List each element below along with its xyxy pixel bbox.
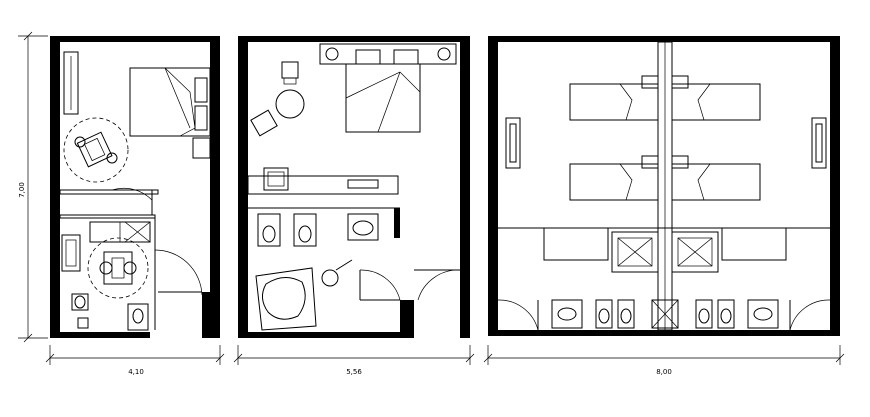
plan-2-wall-bottom [238,332,412,338]
plan-2-width-dimension: 5,56 [233,345,475,376]
plan-2-suite [238,36,470,338]
plan-3-wall-bottom [488,330,840,336]
plan-1-width-label: 4,10 [128,368,144,376]
plan-3-twin-rooms [488,36,840,336]
plan-3-wall-top [488,36,840,42]
plan-3-width-label: 8,00 [656,368,672,376]
plan-1-accessible-room [50,36,220,338]
plan-2-wall-right [460,36,470,338]
plan-1-wall-corner [202,292,220,338]
plan-2-width-label: 5,56 [346,368,362,376]
height-dimension-label: 7,00 [18,182,26,198]
height-dimension: 7,00 [18,31,48,343]
plan-1-wall-bottom [50,332,150,338]
plan-1-wall-right [210,36,220,298]
plan-1-wall-left [50,36,60,338]
plan-1-width-dimension: 4,10 [45,345,225,376]
plan-3-width-dimension: 8,00 [483,345,845,376]
plan-3-wall-left [488,36,498,336]
plan-2-wall-top [238,36,470,42]
plan-2-wall-left [238,36,248,338]
plan-2-wall-stub [400,300,414,338]
plan-1-wall-top [50,36,220,42]
plan-3-wall-right [830,36,840,336]
